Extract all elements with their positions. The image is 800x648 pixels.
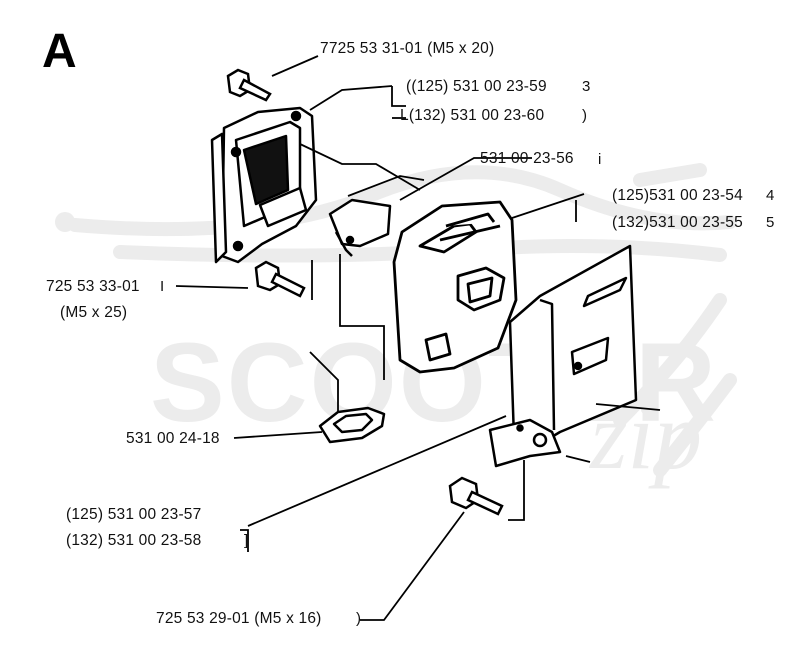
mark-shield: ] xyxy=(244,532,249,549)
label-screw-bottom: 725 53 29-01 (M5 x 16) xyxy=(156,610,322,627)
screw-top xyxy=(226,68,272,102)
heat-shield xyxy=(488,244,638,468)
label-screw-left-part: 725 53 33-01 xyxy=(46,278,140,295)
label-muffler-125: (125)531 00 23-54 xyxy=(612,187,743,204)
label-gasket: 531 00 24-18 xyxy=(126,430,220,447)
small-plate xyxy=(328,198,392,257)
mark-bracket-132: ) xyxy=(582,107,587,124)
label-muffler-132: (132)531 00 23-55 xyxy=(612,214,743,231)
mark-muffler-125: 4 xyxy=(766,187,775,204)
label-shield-132: (132) 531 00 23-58 xyxy=(66,532,202,549)
label-shield-125: (125) 531 00 23-57 xyxy=(66,506,202,523)
label-screw-left-size: (M5 x 25) xyxy=(60,304,128,321)
screw-left xyxy=(254,260,306,298)
mark-screw-bottom: ) xyxy=(356,610,361,627)
mark-bracket-125: 3 xyxy=(582,78,591,95)
label-screw-top: 7725 53 31-01 (M5 x 20) xyxy=(320,40,495,57)
mark-plate: i xyxy=(598,151,602,168)
section-letter: A xyxy=(42,25,77,78)
label-plate: 531 00 23-56 xyxy=(480,150,574,167)
label-bracket-125: ((125) 531 00 23-59 xyxy=(406,78,547,95)
leader-lines xyxy=(175,55,661,621)
mark-muffler-132: 5 xyxy=(766,214,775,231)
muffler-bracket xyxy=(210,106,318,264)
screw-bottom xyxy=(448,476,504,516)
mark-screw-left: I xyxy=(160,278,165,295)
gasket xyxy=(318,406,386,444)
muffler-body xyxy=(392,200,518,374)
label-bracket-132: L(132) 531 00 23-60 xyxy=(400,107,545,124)
